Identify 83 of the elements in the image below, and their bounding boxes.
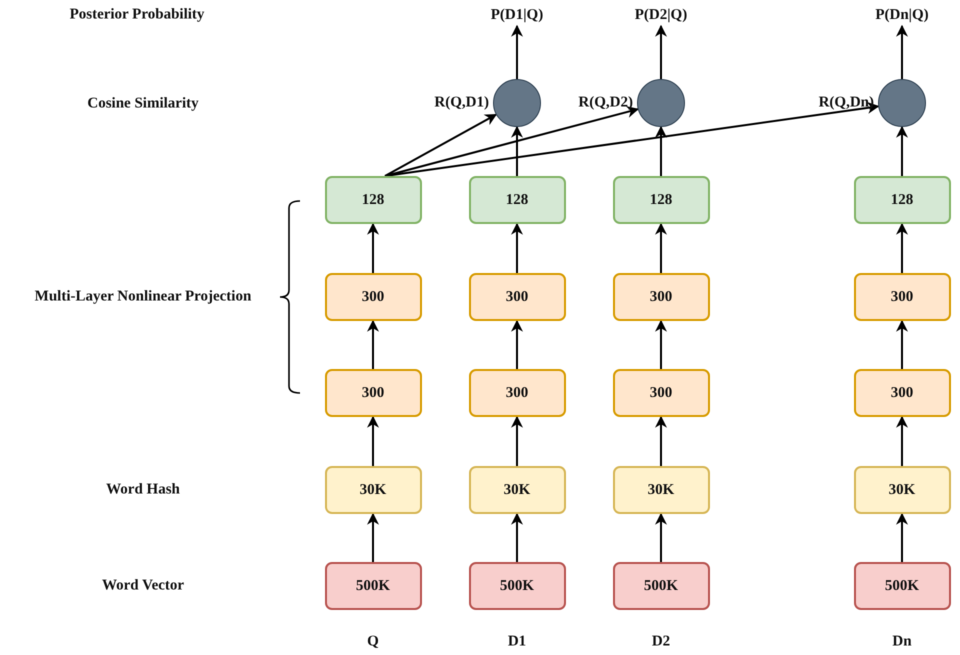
arrow — [655, 24, 667, 79]
word-vector-box — [854, 562, 950, 610]
hidden-layer-box — [468, 273, 566, 321]
row-label: Cosine Similarity — [87, 96, 199, 112]
layer-size: 500K — [500, 578, 534, 594]
arrow — [896, 512, 908, 562]
similarity-circle — [878, 79, 926, 127]
probability-label: P(D2|Q) — [634, 6, 688, 24]
arrow — [655, 222, 667, 273]
hidden-layer-box — [612, 273, 710, 321]
arrow — [384, 102, 880, 177]
layer-size: 300 — [650, 384, 672, 402]
word-vector-box — [324, 562, 422, 610]
arrow — [896, 416, 908, 466]
arrow — [511, 512, 523, 562]
row-label: Word Vector — [102, 578, 184, 594]
layer-size: 300 — [506, 288, 528, 306]
hidden-layer-box — [612, 369, 710, 417]
arrow — [367, 512, 379, 562]
similarity-label: R(Q,D1) — [434, 94, 489, 112]
probability-label: P(D1|Q) — [490, 6, 544, 24]
arrow — [511, 24, 523, 79]
hidden-layer-box — [854, 369, 950, 417]
arrow — [384, 106, 639, 177]
similarity-circle — [637, 79, 685, 127]
arrow — [511, 320, 523, 369]
column-label: Dn — [892, 634, 912, 650]
arrow — [367, 416, 379, 466]
arrow — [511, 126, 523, 176]
probability-label: P(Dn|Q) — [875, 6, 929, 24]
similarity-circle — [493, 79, 541, 127]
word-hash-box — [468, 466, 566, 514]
column-label: Q — [367, 634, 379, 650]
column-label: D2 — [652, 634, 670, 650]
arrow — [896, 320, 908, 369]
column-label: D1 — [508, 634, 526, 650]
hidden-layer-box — [324, 273, 422, 321]
layer-size: 128 — [650, 192, 672, 208]
layer-size: 300 — [362, 384, 384, 402]
similarity-label: R(Q,Dn) — [818, 94, 874, 112]
layer-size: 500K — [884, 578, 920, 594]
layer-size: 128 — [890, 192, 914, 208]
layer-size: 300 — [506, 384, 528, 402]
output-layer-box — [324, 176, 422, 224]
arrow — [655, 320, 667, 369]
word-vector-box — [612, 562, 710, 610]
layer-size: 30K — [888, 482, 916, 498]
arrow — [896, 222, 908, 273]
layer-size: 300 — [890, 288, 914, 306]
layer-size: 30K — [504, 482, 530, 498]
similarity-label: R(Q,D2) — [578, 94, 633, 112]
word-hash-box — [324, 466, 422, 514]
output-layer-box — [612, 176, 710, 224]
layer-size: 500K — [644, 578, 678, 594]
arrow — [655, 512, 667, 562]
output-layer-box — [468, 176, 566, 224]
arrow — [511, 416, 523, 466]
hidden-layer-box — [854, 273, 950, 321]
row-label: Posterior Probability — [70, 6, 204, 24]
arrow — [384, 114, 498, 177]
word-vector-box — [468, 562, 566, 610]
arrow — [367, 222, 379, 273]
row-label: Multi-Layer Nonlinear Projection — [34, 288, 252, 306]
arrow — [655, 126, 667, 176]
word-hash-box — [612, 466, 710, 514]
layer-size: 128 — [506, 192, 528, 208]
word-hash-box — [854, 466, 950, 514]
output-layer-box — [854, 176, 950, 224]
layer-size: 300 — [362, 288, 384, 306]
arrow — [896, 24, 908, 79]
layer-size: 500K — [356, 578, 390, 594]
hidden-layer-box — [324, 369, 422, 417]
layer-size: 300 — [890, 384, 914, 402]
arrow — [655, 416, 667, 466]
arrow — [367, 320, 379, 369]
layer-size: 30K — [360, 482, 386, 498]
layer-size: 300 — [650, 288, 672, 306]
arrow — [896, 126, 908, 176]
layer-size: 128 — [362, 192, 384, 208]
hidden-layer-box — [468, 369, 566, 417]
layer-size: 30K — [648, 482, 674, 498]
arrow — [511, 222, 523, 273]
row-label: Word Hash — [106, 482, 180, 498]
